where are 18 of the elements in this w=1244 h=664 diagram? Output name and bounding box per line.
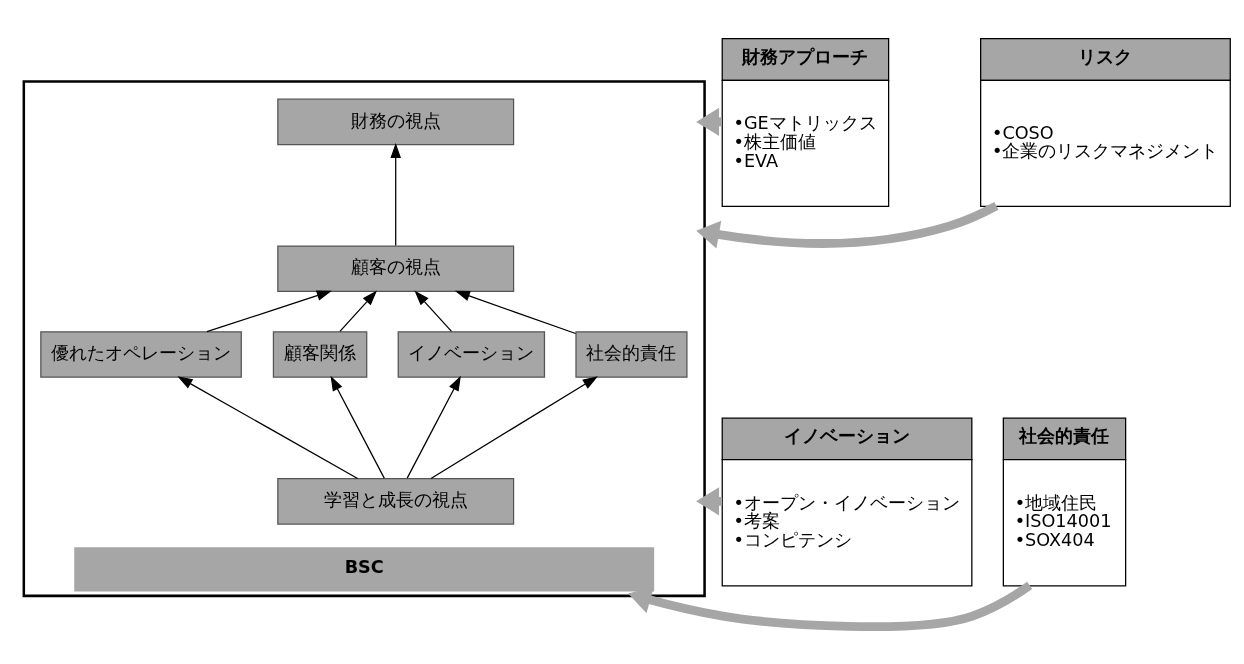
arrow xyxy=(414,290,453,332)
arrow xyxy=(206,290,332,332)
node-box: 社会的責任 xyxy=(575,330,688,378)
arrow xyxy=(628,581,1033,631)
node-box: イノベーション xyxy=(397,330,546,378)
node-box: 顧客関係 xyxy=(272,330,368,378)
arrow xyxy=(430,375,598,479)
node-box: 学習と成長の視点 xyxy=(277,477,515,525)
arrow xyxy=(454,290,577,334)
arrow xyxy=(339,290,377,332)
arrow xyxy=(390,142,401,246)
node-box: 顧客の視点 xyxy=(277,244,515,292)
node-box: 財務の視点 xyxy=(277,98,515,145)
arrow xyxy=(696,201,999,248)
arrow xyxy=(406,375,461,479)
arrow xyxy=(177,375,359,479)
arrow xyxy=(330,375,385,479)
node-box: 優れたオペレーション xyxy=(40,330,242,378)
